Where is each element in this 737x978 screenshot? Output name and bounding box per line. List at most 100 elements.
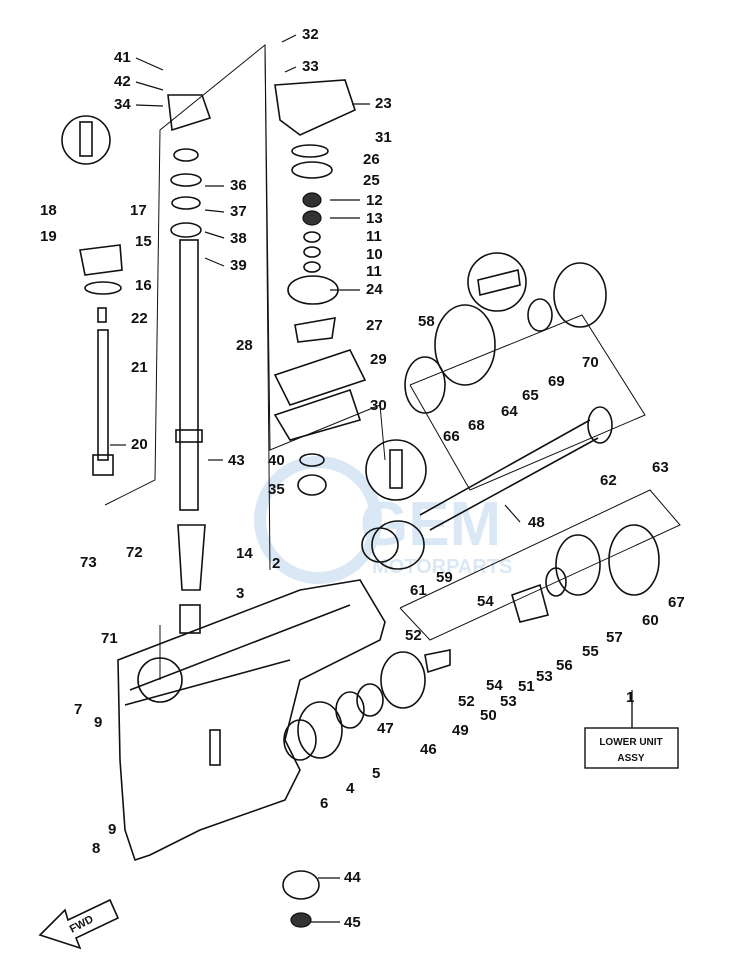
clip-detail-icon <box>467 252 527 312</box>
callout-27: 27 <box>366 317 383 334</box>
callout-9b: 9 <box>108 821 116 838</box>
callout-43: 43 <box>228 452 245 469</box>
callout-7: 7 <box>74 701 82 718</box>
callout-1: 1 <box>626 689 634 706</box>
callout-32: 32 <box>302 26 319 43</box>
callout-15: 15 <box>135 233 152 250</box>
callout-65: 65 <box>522 387 539 404</box>
callout-51: 51 <box>518 678 535 695</box>
callout-61: 61 <box>410 582 427 599</box>
callout-53b: 53 <box>536 668 553 685</box>
callout-53a: 53 <box>500 693 517 710</box>
callout-2: 2 <box>272 555 280 572</box>
callout-25: 25 <box>363 172 380 189</box>
callout-34: 34 <box>114 96 131 113</box>
watermark-logo: GEM <box>360 490 501 559</box>
callout-58: 58 <box>418 313 435 330</box>
callout-64: 64 <box>501 403 518 420</box>
lower-unit-housing <box>117 579 386 862</box>
callout-5: 5 <box>372 765 380 782</box>
callout-54b: 54 <box>486 677 503 694</box>
callout-numbers: 1 2 3 4 5 6 7 8 9 9 10 11 11 12 13 14 15… <box>40 26 685 931</box>
callout-52a: 52 <box>405 627 422 644</box>
gear-cluster <box>282 534 601 928</box>
callout-47: 47 <box>377 720 394 737</box>
forward-arrow-icon: FWD <box>38 898 120 950</box>
callout-40: 40 <box>268 452 285 469</box>
callout-42: 42 <box>114 73 131 90</box>
callout-3: 3 <box>236 585 244 602</box>
callout-4: 4 <box>346 780 355 797</box>
callout-48: 48 <box>528 514 545 531</box>
callout-57: 57 <box>606 629 623 646</box>
water-pump-assembly <box>273 79 367 496</box>
watermark: GEM MOTORPARTS <box>254 456 512 584</box>
callout-69: 69 <box>548 373 565 390</box>
callout-44: 44 <box>344 869 361 886</box>
callout-54a: 54 <box>477 593 494 610</box>
callout-11b: 11 <box>366 263 382 280</box>
callout-38: 38 <box>230 230 247 247</box>
shift-rod-detail-icon <box>61 115 111 165</box>
callout-29: 29 <box>370 351 387 368</box>
callout-9a: 9 <box>94 714 102 731</box>
callout-62: 62 <box>600 472 617 489</box>
callout-63: 63 <box>652 459 669 476</box>
callout-67: 67 <box>668 594 685 611</box>
callout-28: 28 <box>236 337 253 354</box>
callout-59: 59 <box>436 569 453 586</box>
callout-35: 35 <box>268 481 285 498</box>
leader-lines <box>110 34 633 923</box>
callout-6: 6 <box>320 795 328 812</box>
callout-37: 37 <box>230 203 247 220</box>
callout-22: 22 <box>131 310 148 327</box>
callout-50: 50 <box>480 707 497 724</box>
callout-19: 19 <box>40 228 57 245</box>
callout-72: 72 <box>126 544 143 561</box>
callout-39: 39 <box>230 257 247 274</box>
callout-11a: 11 <box>366 228 382 245</box>
callout-26: 26 <box>363 151 380 168</box>
pin-detail-icon <box>365 439 427 501</box>
callout-23: 23 <box>375 95 392 112</box>
callout-17: 17 <box>130 202 147 219</box>
callout-30: 30 <box>370 397 387 414</box>
callout-24: 24 <box>366 281 383 298</box>
callout-45: 45 <box>344 914 361 931</box>
shift-rod-assembly <box>79 244 123 476</box>
callout-46: 46 <box>420 741 437 758</box>
callout-52b: 52 <box>458 693 475 710</box>
callout-20: 20 <box>131 436 148 453</box>
callout-60: 60 <box>642 612 659 629</box>
watermark-sub: MOTORPARTS <box>372 556 512 578</box>
callout-56: 56 <box>556 657 573 674</box>
callout-68: 68 <box>468 417 485 434</box>
callout-36: 36 <box>230 177 247 194</box>
callout-41: 41 <box>114 49 131 66</box>
callout-14: 14 <box>236 545 253 562</box>
guide-lines <box>104 43 681 680</box>
callout-55: 55 <box>582 643 599 660</box>
callout-71: 71 <box>101 630 118 647</box>
propeller-shaft-assembly <box>361 262 660 596</box>
callout-18: 18 <box>40 202 57 219</box>
callout-66: 66 <box>443 428 460 445</box>
callout-73: 73 <box>80 554 97 571</box>
callout-13: 13 <box>366 210 383 227</box>
svg-text:FWD: FWD <box>68 913 96 935</box>
callout-12: 12 <box>366 192 383 209</box>
callout-10: 10 <box>366 246 383 263</box>
drive-shaft-assembly <box>167 94 212 634</box>
assy-label-line2: ASSY <box>617 753 645 764</box>
lower-unit-assy-box: LOWER UNIT ASSY <box>584 690 679 769</box>
callout-8: 8 <box>92 840 100 857</box>
callout-70: 70 <box>582 354 599 371</box>
assy-label-line1: LOWER UNIT <box>599 737 662 748</box>
callout-21: 21 <box>131 359 148 376</box>
callout-31: 31 <box>375 129 392 146</box>
callout-16: 16 <box>135 277 152 294</box>
callout-33: 33 <box>302 58 319 75</box>
callout-49: 49 <box>452 722 469 739</box>
